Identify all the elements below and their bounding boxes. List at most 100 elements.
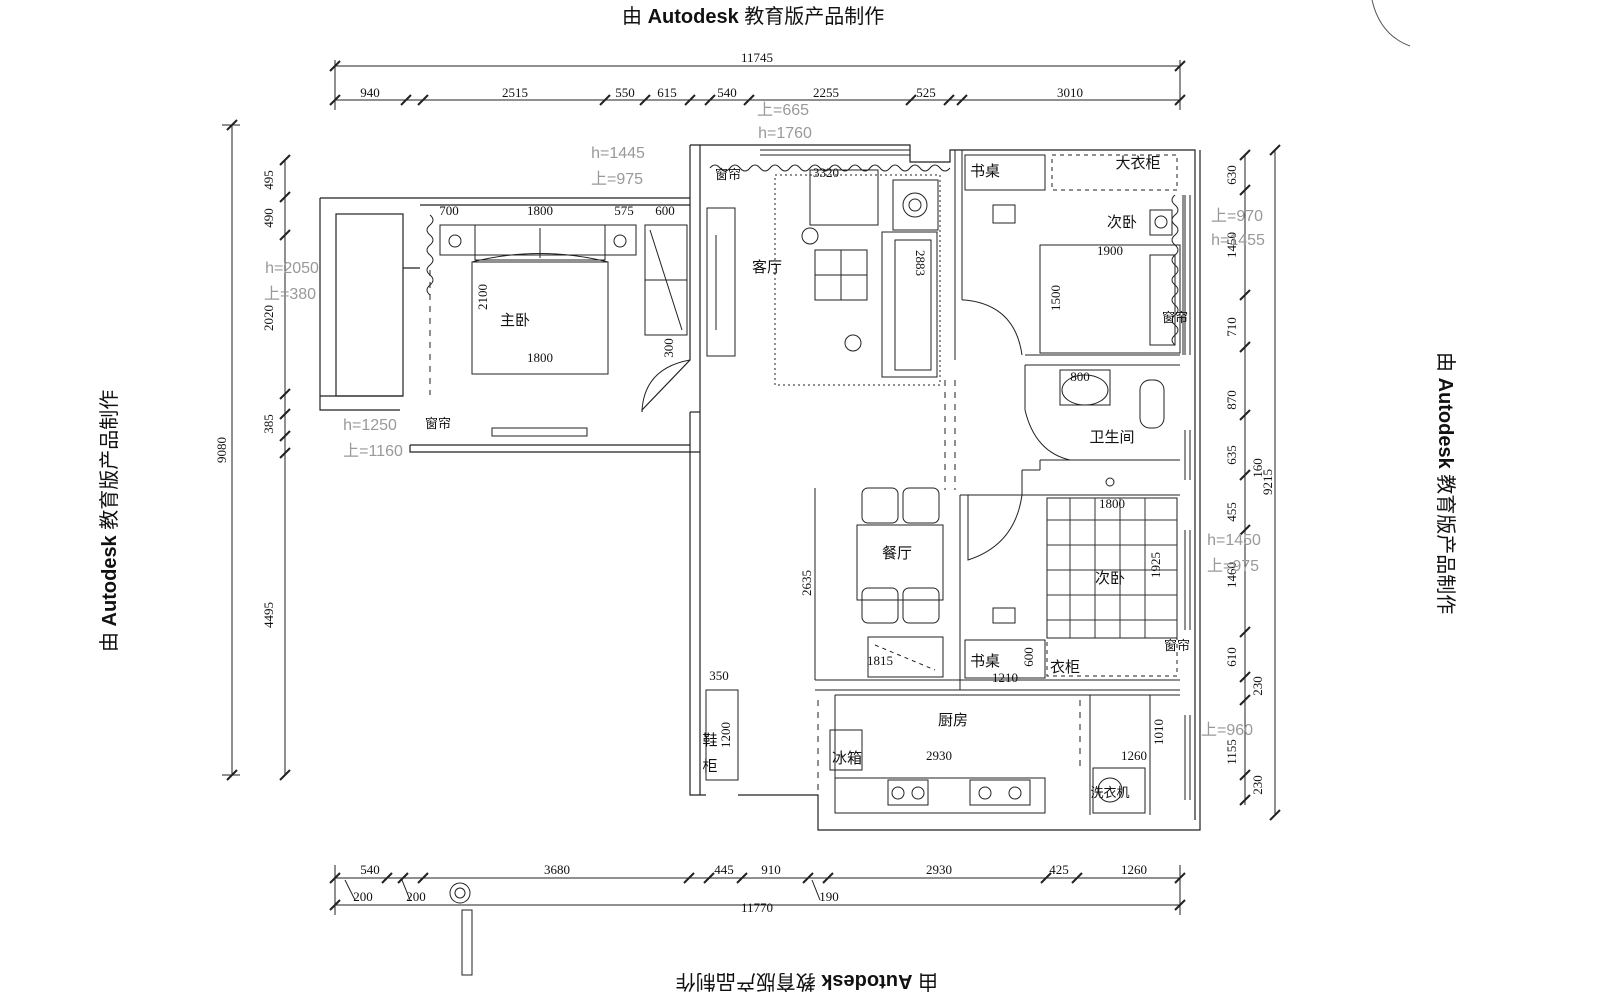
dim-bottom: 445 xyxy=(714,862,734,877)
watermark-top: 由 Autodesk 教育版产品制作 xyxy=(622,0,884,29)
window-note: 上=665 xyxy=(757,101,809,119)
dim-right-extra: 230 xyxy=(1250,775,1265,795)
dim-left: 2020 xyxy=(261,305,276,331)
dim-interior: 1800 xyxy=(527,203,553,218)
watermark-right: 由 Autodesk 教育版产品制作 xyxy=(1433,352,1462,614)
dim-interior: 1900 xyxy=(1097,243,1123,258)
dim-interior: 575 xyxy=(614,203,634,218)
dim-bottom-small: 200 xyxy=(406,889,426,904)
dim-bottom: 2930 xyxy=(926,862,952,877)
dim-top: 615 xyxy=(657,85,677,100)
window-note: h=1450 xyxy=(1207,532,1261,549)
fridge-label: 冰箱 xyxy=(832,749,862,767)
watermark-left: 由 Autodesk 教育版产品制作 xyxy=(93,390,122,652)
dim-left-total: 9080 xyxy=(214,437,229,463)
watermark-prefix: 由 xyxy=(99,632,121,652)
curtain-label: 窗帘 xyxy=(715,167,741,183)
dim-interior: 1800 xyxy=(1099,496,1125,511)
dim-top: 540 xyxy=(717,85,737,100)
dim-right-extra: 230 xyxy=(1250,676,1265,696)
watermark-prefix: 由 xyxy=(1434,352,1456,372)
curtain-label: 窗帘 xyxy=(425,416,451,432)
dim-left: 490 xyxy=(261,208,276,228)
window-note: 上=975 xyxy=(1207,557,1259,575)
room-label-dining: 餐厅 xyxy=(882,544,912,562)
window-note: 上=1160 xyxy=(343,442,403,460)
dim-right: 635 xyxy=(1224,445,1239,465)
watermark-suffix: 教育版产品制作 xyxy=(1434,474,1456,615)
dim-top-total: 11745 xyxy=(741,50,773,65)
room-label-living: 客厅 xyxy=(752,258,782,276)
dim-bottom: 540 xyxy=(360,862,380,877)
watermark-brand: Autodesk xyxy=(99,535,121,627)
desk-label-2: 书桌 xyxy=(970,652,1000,670)
dim-interior: 1800 xyxy=(527,350,553,365)
room-label-bath: 卫生间 xyxy=(1089,428,1134,446)
dim-right: 610 xyxy=(1224,647,1239,667)
wardrobe-label: 衣柜 xyxy=(1050,658,1080,676)
dim-right: 455 xyxy=(1224,502,1239,522)
dim-bottom: 910 xyxy=(761,862,781,877)
dim-right: 1460 xyxy=(1224,562,1239,588)
dim-left: 385 xyxy=(261,414,276,434)
dim-interior: 3320 xyxy=(813,165,839,180)
dim-interior: 700 xyxy=(439,203,459,218)
shoe-cabinet-label: 柜 xyxy=(702,757,717,775)
room-label-second: 次卧 xyxy=(1107,213,1137,231)
window-note: h=1250 xyxy=(343,417,397,434)
watermark-suffix: 教育版产品制作 xyxy=(99,389,121,530)
watermark-prefix: 由 xyxy=(622,6,642,28)
desk-label: 书桌 xyxy=(970,162,1000,180)
room-label-kitchen: 厨房 xyxy=(938,711,968,729)
dim-bottom: 3680 xyxy=(544,862,570,877)
window-note: 上=380 xyxy=(264,285,316,303)
watermark-prefix: 由 xyxy=(918,970,938,992)
dim-bottom: 425 xyxy=(1049,862,1069,877)
window-note: h=2050 xyxy=(265,260,319,277)
dim-top: 3010 xyxy=(1057,85,1083,100)
curtain-label: 窗帘 xyxy=(1164,638,1190,654)
room-label-third: 次卧 xyxy=(1095,569,1125,587)
dim-bottom-small: 190 xyxy=(819,889,839,904)
window-note: 上=975 xyxy=(591,170,643,188)
dim-interior: 300 xyxy=(661,338,676,358)
dim-top: 525 xyxy=(916,85,936,100)
dim-top: 940 xyxy=(360,85,380,100)
watermark-suffix: 教育版产品制作 xyxy=(744,6,885,28)
dim-right: 710 xyxy=(1224,317,1239,337)
window-note: h=1445 xyxy=(591,145,645,162)
shoe-cabinet-label: 鞋 xyxy=(702,731,717,749)
watermark-brand: Autodesk xyxy=(1434,377,1456,469)
window-note: h=1760 xyxy=(758,125,812,142)
watermark-brand: Autodesk xyxy=(821,970,913,992)
dim-interior: 1200 xyxy=(718,722,733,748)
window-note: h=1455 xyxy=(1211,232,1265,249)
dim-right: 630 xyxy=(1224,165,1239,185)
washer-label: 洗衣机 xyxy=(1090,785,1129,801)
dim-right: 870 xyxy=(1224,390,1239,410)
watermark-brand: Autodesk xyxy=(647,6,739,28)
dim-bottom-total: 11770 xyxy=(741,900,773,915)
dim-interior: 1260 xyxy=(1121,748,1147,763)
window-note: 上=970 xyxy=(1211,207,1263,225)
dim-right-extra: 9215 xyxy=(1260,469,1275,495)
dim-top: 550 xyxy=(615,85,635,100)
dim-left: 495 xyxy=(261,170,276,190)
dim-left: 4495 xyxy=(261,602,276,628)
dim-interior: 2930 xyxy=(926,748,952,763)
watermark-suffix: 教育版产品制作 xyxy=(675,970,816,992)
dim-interior: 1210 xyxy=(992,670,1018,685)
dim-interior: 1010 xyxy=(1151,719,1166,745)
curtain-label: 窗帘 xyxy=(1162,310,1188,326)
window-note: 上=960 xyxy=(1201,721,1253,739)
dim-interior: 350 xyxy=(709,668,729,683)
dim-interior: 2635 xyxy=(799,570,814,596)
dim-interior: 800 xyxy=(1070,369,1090,384)
dim-right-extra: 160 xyxy=(1250,458,1265,478)
dim-bottom: 1260 xyxy=(1121,862,1147,877)
dim-interior: 1925 xyxy=(1148,552,1163,578)
dim-bottom-small: 200 xyxy=(353,889,373,904)
dim-interior: 2100 xyxy=(475,284,490,310)
dim-interior: 600 xyxy=(1021,647,1036,667)
